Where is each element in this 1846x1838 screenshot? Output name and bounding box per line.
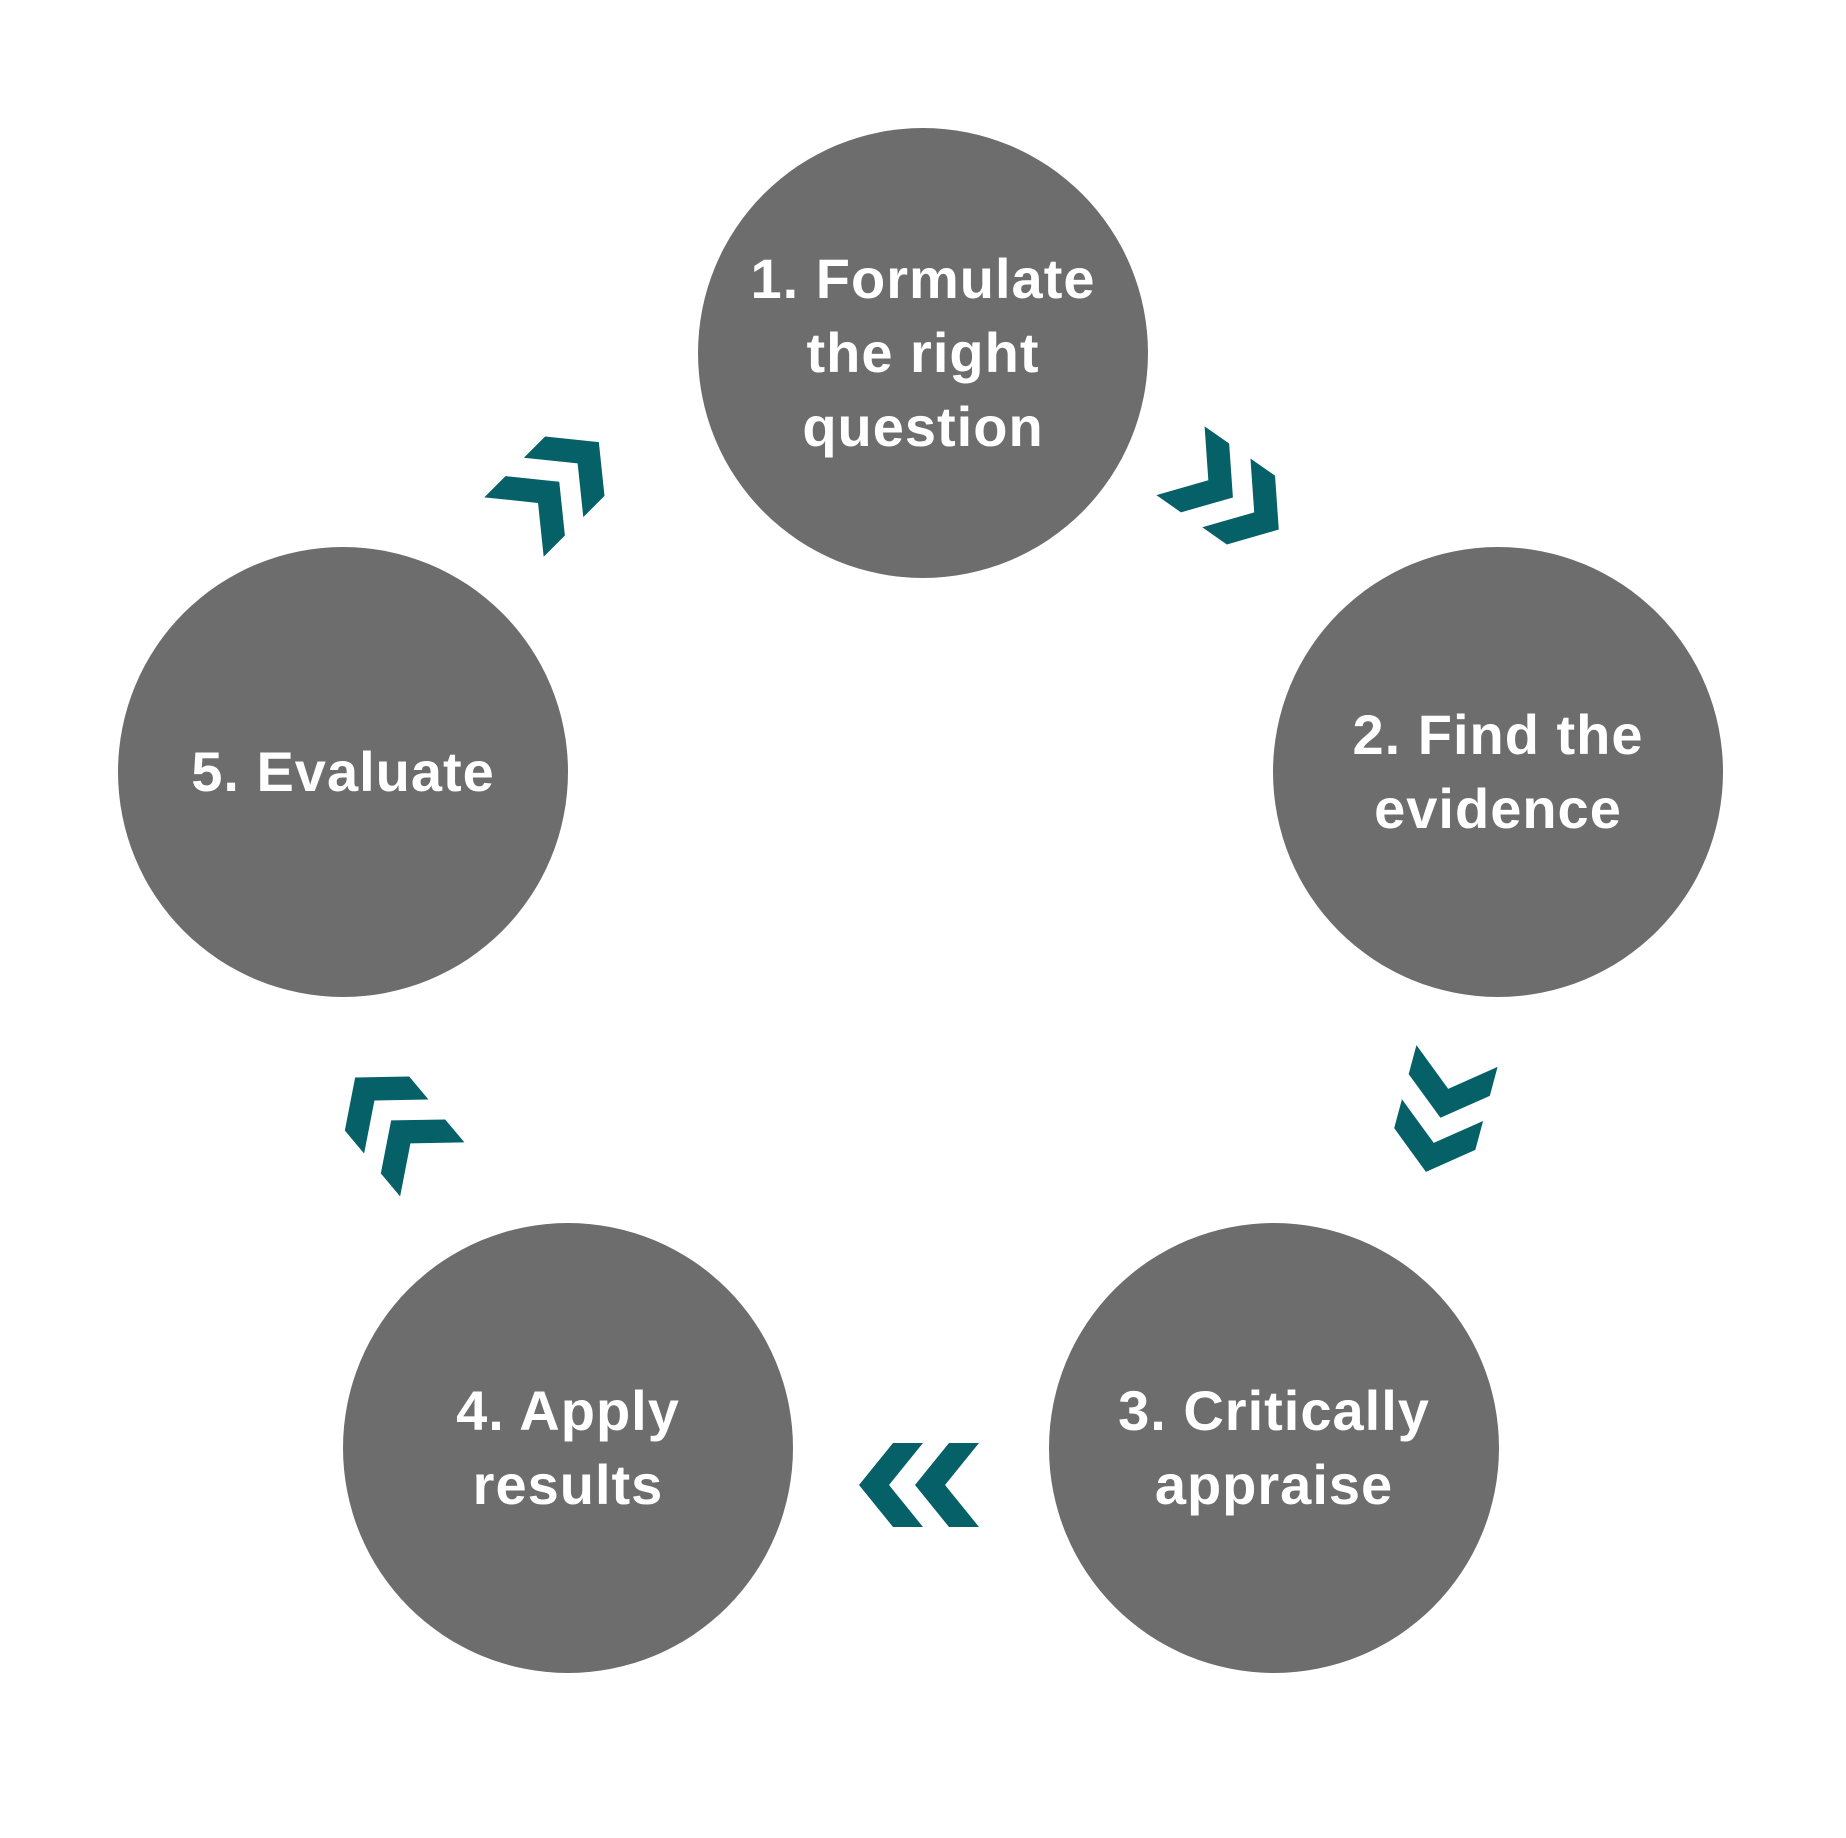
- step-1-label: 1. Formulate the right question: [750, 247, 1096, 458]
- arrow-5-to-1-icon: [484, 436, 605, 557]
- step-2-find-evidence-circle: 2. Find the evidence: [1273, 547, 1723, 997]
- arrow-3-to-4-icon: [859, 1443, 979, 1527]
- arrow-2-to-3-icon: [1394, 1045, 1498, 1172]
- arrow-1-to-2-icon: [1156, 426, 1279, 545]
- step-3-label: 3. Critically appraise: [1118, 1379, 1430, 1516]
- step-3-critically-appraise-circle: 3. Critically appraise: [1049, 1223, 1499, 1673]
- step-4-apply-results-circle: 4. Apply results: [343, 1223, 793, 1673]
- step-1-formulate-circle: 1. Formulate the right question: [698, 128, 1148, 578]
- step-4-label: 4. Apply results: [456, 1379, 680, 1516]
- step-5-label: 5. Evaluate: [191, 740, 495, 803]
- step-2-label: 2. Find the evidence: [1352, 703, 1644, 840]
- arrow-4-to-5-icon: [344, 1076, 465, 1197]
- step-5-evaluate-circle: 5. Evaluate: [118, 547, 568, 997]
